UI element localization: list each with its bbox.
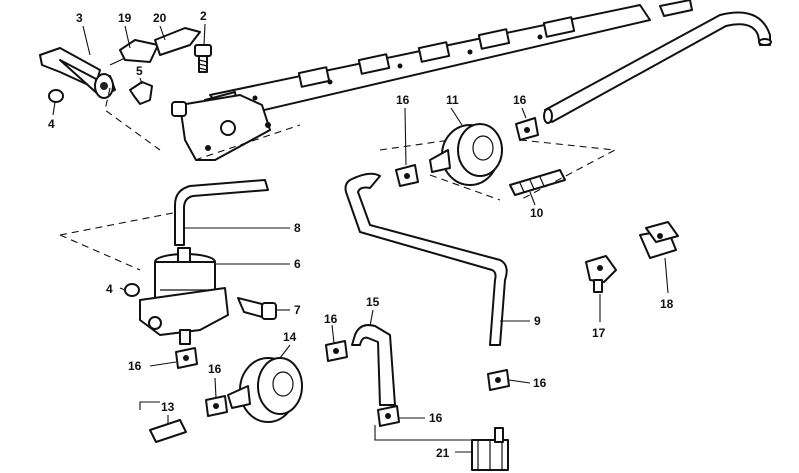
callout-14: 14 <box>283 330 297 344</box>
fuel-rail <box>204 0 693 133</box>
leader-lines <box>52 23 669 453</box>
clamp-5 <box>129 81 153 105</box>
hose-clamp-16-f <box>377 405 400 427</box>
callout-4-top: 4 <box>48 117 55 131</box>
callout-16-damper: 16 <box>208 362 222 376</box>
washer-4-top <box>48 89 64 103</box>
callout-6: 6 <box>294 257 301 271</box>
callout-18: 18 <box>660 297 674 311</box>
hose-13 <box>149 419 187 443</box>
holder-17 <box>585 255 617 293</box>
connector-10 <box>509 169 566 196</box>
rail-mounting-bracket <box>171 94 271 161</box>
hose-clamp-16-d <box>205 395 228 417</box>
callout-16-hose9-lower: 16 <box>533 376 547 390</box>
hose-clamp-16-b <box>515 117 539 141</box>
callout-13: 13 <box>161 400 175 414</box>
callout-8: 8 <box>294 221 301 235</box>
callout-20: 20 <box>153 11 167 25</box>
callout-7: 7 <box>294 303 301 317</box>
callout-21: 21 <box>436 446 450 460</box>
callout-5: 5 <box>136 64 143 78</box>
callout-17: 17 <box>592 326 606 340</box>
hose-15 <box>351 324 396 406</box>
washer-4-lower <box>124 283 140 297</box>
callout-16-filter: 16 <box>128 359 142 373</box>
callout-19: 19 <box>118 11 132 25</box>
injector-assembly <box>39 27 201 99</box>
reference-lines <box>59 87 617 271</box>
damper-14 <box>227 357 303 423</box>
callout-15: 15 <box>366 295 380 309</box>
callout-11: 11 <box>446 93 459 107</box>
hose-clamp-16-c <box>175 347 198 369</box>
return-hose-top <box>543 11 772 124</box>
callout-16-regulator-left: 16 <box>396 93 410 107</box>
callout-16-regulator-right: 16 <box>513 93 527 107</box>
callout-9: 9 <box>534 314 541 328</box>
fuel-filter <box>139 247 229 345</box>
callout-16-hose15-lower: 16 <box>429 411 443 425</box>
pressure-regulator-11 <box>429 123 503 186</box>
callout-2: 2 <box>200 9 207 23</box>
connection-21 <box>471 427 509 471</box>
hose-clamp-16-g <box>487 369 510 391</box>
callout-10: 10 <box>530 206 544 220</box>
callout-labels: 3 19 20 2 5 4 16 11 16 10 8 6 4 7 9 15 1… <box>48 9 674 460</box>
callout-3: 3 <box>76 11 83 25</box>
hose-8 <box>174 179 269 246</box>
callout-4-lower: 4 <box>106 282 113 296</box>
bolt-2 <box>194 44 212 73</box>
hose-clamp-16-e <box>325 340 348 362</box>
callout-16-hose15: 16 <box>324 312 338 326</box>
hose-clamp-16-a <box>395 164 419 187</box>
bolt-7 <box>237 297 277 320</box>
hose-9 <box>344 172 508 346</box>
holder-18 <box>639 221 679 259</box>
